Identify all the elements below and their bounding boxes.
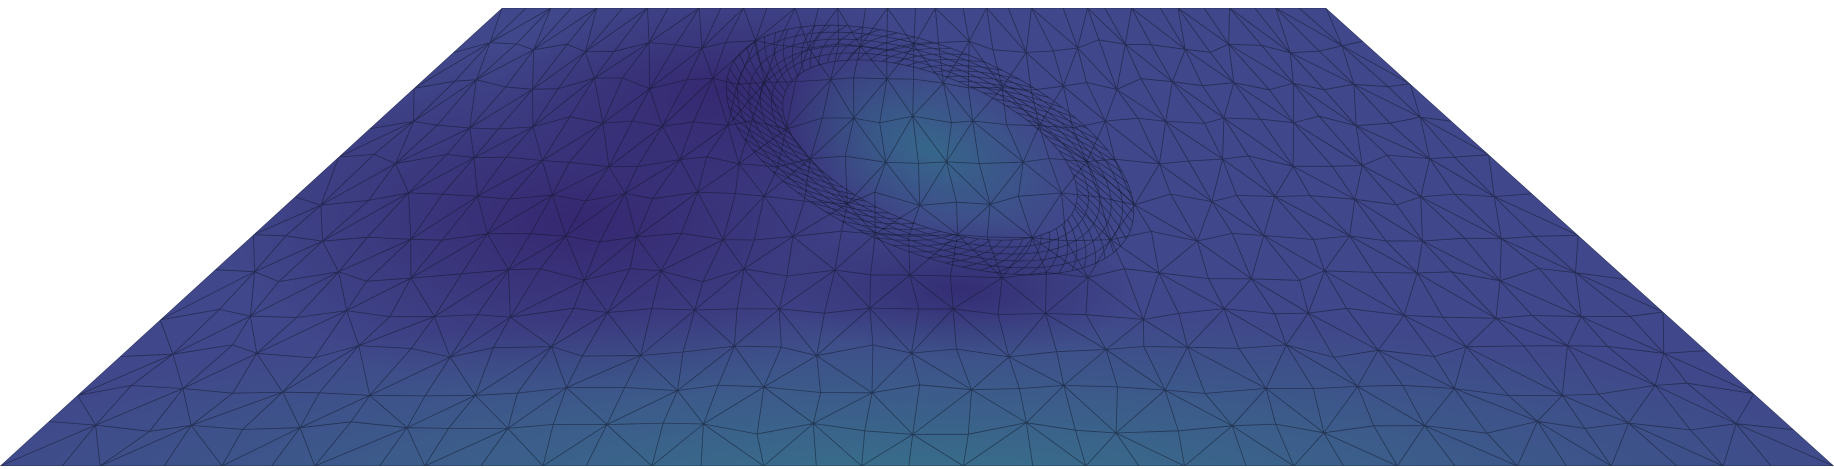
ring-mesh-path (725, 24, 1135, 276)
ring-refinement (725, 24, 1135, 276)
mesh-grid-path (0, 8, 1834, 466)
wireframe-edges (0, 8, 1834, 466)
